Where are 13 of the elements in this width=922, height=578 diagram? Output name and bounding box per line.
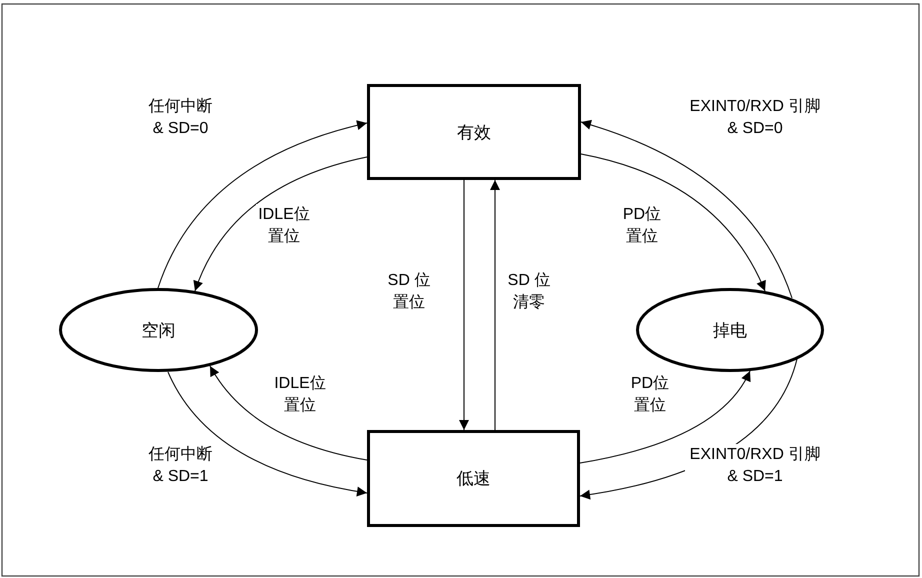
- arrow: [490, 180, 500, 430]
- arrow: [158, 120, 368, 288]
- arrow: [580, 120, 792, 298]
- arrow: [580, 154, 766, 292]
- arrow: [580, 370, 750, 464]
- state-box: 有效: [367, 84, 581, 180]
- state-ellipse: 空闲: [59, 288, 258, 372]
- arrow: [459, 180, 469, 430]
- arrow: [168, 372, 368, 496]
- arrow: [194, 156, 368, 292]
- state-box: 低速: [367, 430, 580, 527]
- state-ellipse: 掉电: [636, 288, 824, 372]
- arrow: [210, 366, 368, 460]
